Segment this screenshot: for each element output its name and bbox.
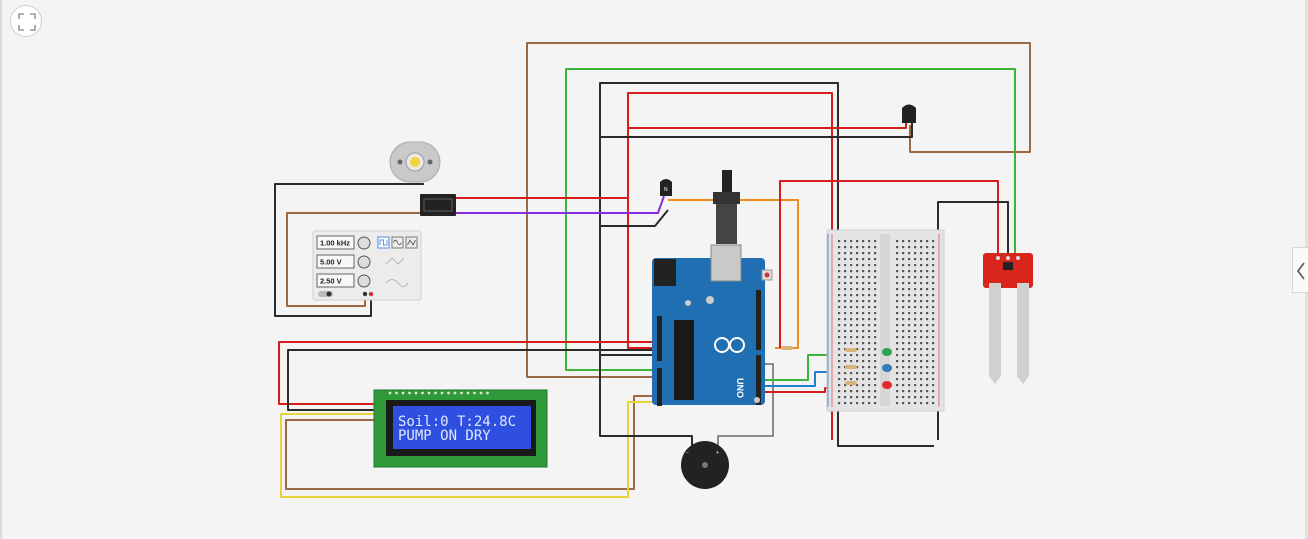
sine-wave-icon[interactable] <box>391 236 404 249</box>
fg-amplitude-knob[interactable] <box>357 255 371 269</box>
square-wave-icon[interactable] <box>377 236 390 249</box>
fg-wave-graphic-1 <box>385 257 405 265</box>
fg-terminal-negative[interactable] <box>362 291 368 297</box>
wire-black-motor[interactable] <box>274 183 424 317</box>
resistor-4[interactable] <box>781 346 793 350</box>
fg-terminal-positive[interactable] <box>368 291 374 297</box>
transistor[interactable]: N <box>660 179 672 196</box>
fg-offset-display: 2.50 V <box>316 273 355 288</box>
svg-text:5.00 V: 5.00 V <box>320 258 342 267</box>
svg-text:2.50 V: 2.50 V <box>320 277 342 286</box>
triangle-wave-icon[interactable] <box>405 236 418 249</box>
wire-black-lcd[interactable] <box>287 349 660 411</box>
wire-red-temp-sensor[interactable] <box>628 120 907 129</box>
temperature-sensor[interactable] <box>902 104 916 124</box>
resistor-2[interactable] <box>845 365 857 369</box>
wire-black-buzzer[interactable] <box>599 355 693 447</box>
resistor-1[interactable] <box>845 348 857 352</box>
component-panel-toggle[interactable] <box>1292 247 1308 293</box>
wire-brown-top-loop[interactable] <box>526 42 1031 378</box>
lcd-header-pins <box>388 391 489 395</box>
wire-green-top-loop[interactable] <box>565 68 1016 371</box>
wires[interactable] <box>274 42 1031 498</box>
fg-frequency-display: 1.00 kHz <box>316 235 355 250</box>
breadboard[interactable] <box>781 229 945 412</box>
wire-brown-lcd[interactable] <box>285 395 660 490</box>
fg-offset-knob[interactable] <box>357 274 371 288</box>
led-blue[interactable] <box>882 364 892 372</box>
soil-moisture-sensor[interactable] <box>983 253 1033 384</box>
wire-black-transistor[interactable] <box>600 209 669 227</box>
wire-black-temp-sensor[interactable] <box>600 120 913 138</box>
wire-purple-relay[interactable] <box>455 195 665 214</box>
wire-red-breadboard[interactable] <box>779 180 999 348</box>
fg-frequency-knob[interactable] <box>357 236 371 250</box>
wire-black-center-loop[interactable] <box>599 82 934 447</box>
arduino-logo: UNO <box>714 337 745 398</box>
wire-brown-relay[interactable] <box>286 212 422 307</box>
dc-motor[interactable] <box>389 141 441 183</box>
lcd-line-1: Soil:0 T:24.8C <box>398 414 516 430</box>
piezo-buzzer[interactable]: − + <box>681 441 729 489</box>
lcd-display[interactable]: Soil:0 T:24.8C PUMP ON DRY <box>373 389 548 468</box>
wire-yellow-lcd[interactable] <box>280 401 660 498</box>
led-red[interactable] <box>882 381 892 389</box>
wire-red-lcd[interactable] <box>278 341 660 405</box>
led-green[interactable] <box>882 348 892 356</box>
svg-text:1.00 kHz: 1.00 kHz <box>320 239 350 248</box>
chevron-left-icon <box>1297 262 1305 280</box>
fg-wave-graphic-2 <box>385 279 409 287</box>
breadboard-holes[interactable] <box>838 240 935 405</box>
wire-red-center-loop[interactable] <box>627 92 833 440</box>
svg-text:−: − <box>686 450 689 456</box>
relay[interactable] <box>420 194 456 216</box>
svg-text:+: + <box>716 450 719 456</box>
fullscreen-button[interactable] <box>10 5 42 37</box>
lcd-line-2: PUMP ON DRY <box>398 428 491 444</box>
svg-text:N: N <box>664 187 668 193</box>
wire-gray-buzzer[interactable] <box>717 363 774 447</box>
resistor-3[interactable] <box>845 381 857 385</box>
fullscreen-expand-icon <box>18 13 36 31</box>
canvas-left-edge <box>0 0 2 539</box>
fg-amplitude-display: 5.00 V <box>316 254 355 269</box>
function-generator[interactable]: 1.00 kHz 5.00 V 2.50 V <box>312 230 422 301</box>
arduino-uno[interactable]: UNO <box>652 170 773 406</box>
svg-text:UNO: UNO <box>735 378 745 398</box>
